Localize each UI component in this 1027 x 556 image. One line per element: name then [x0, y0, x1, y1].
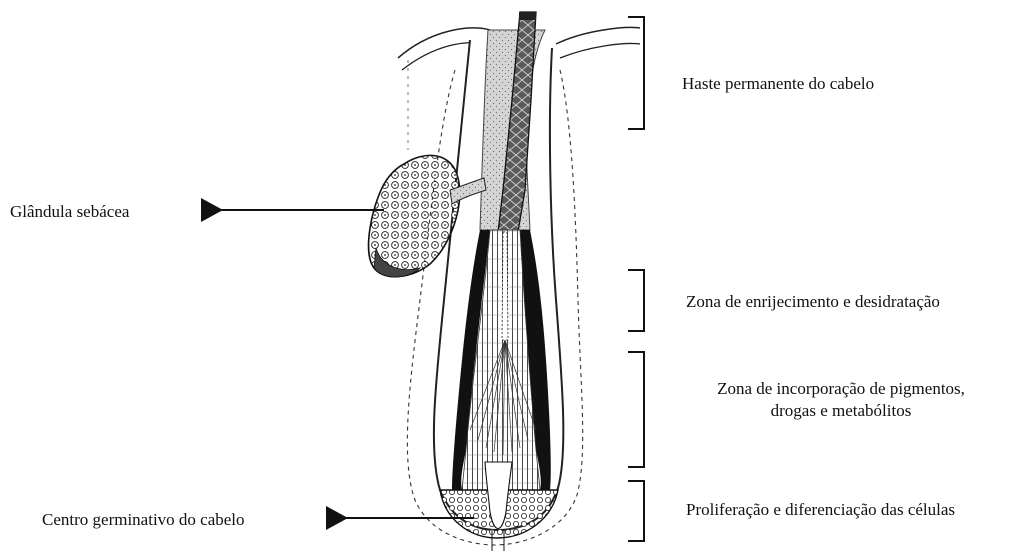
incorporation-zone-label-line1: Zona de incorporação de pigmentos,	[682, 378, 1000, 400]
hardening-zone-label: Zona de enrijecimento e desidratação	[686, 291, 940, 313]
incorporation-zone-label-line2: drogas e metabólitos	[682, 400, 1000, 422]
proliferation-zone-label: Proliferação e diferenciação das células	[686, 499, 955, 521]
medulla	[502, 232, 508, 340]
hair-shaft-tip	[519, 12, 536, 20]
incorporation-zone-bracket	[628, 352, 644, 467]
germinative-center-label: Centro germinativo do cabelo	[42, 509, 245, 531]
permanent-shaft-label: Haste permanente do cabelo	[682, 73, 874, 95]
proliferation-zone-bracket	[628, 481, 644, 541]
incorporation-zone-label: Zona de incorporação de pigmentos, droga…	[682, 378, 1000, 422]
sebaceous-gland-body	[369, 155, 460, 276]
hardening-zone-bracket	[628, 270, 644, 331]
permanent-shaft-bracket	[628, 17, 644, 129]
sebaceous-gland-label: Glândula sebácea	[10, 201, 129, 223]
